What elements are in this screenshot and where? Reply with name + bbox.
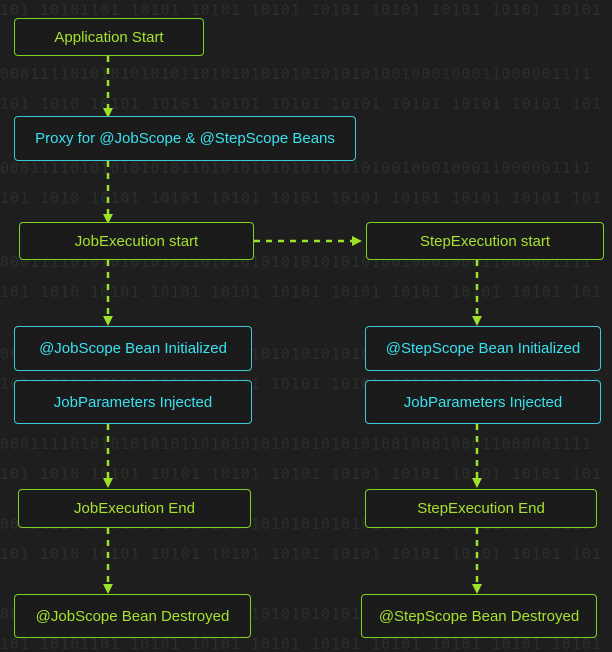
background-row: 101 1010 10101 10101 10101 10101 10101 1… xyxy=(0,466,602,482)
background-row: 101 1010 10101 10101 10101 10101 10101 1… xyxy=(0,284,602,300)
node-jobscope-bean-destroyed: @JobScope Bean Destroyed xyxy=(14,594,251,638)
background-row: 101 1010 10101 10101 10101 10101 10101 1… xyxy=(0,190,602,206)
background-row: 101 10101101 10101 10101 10101 10101 101… xyxy=(0,2,602,18)
background-row: 0001111010101010101101010101010101010100… xyxy=(0,436,592,452)
node-job-parameters-injected-right: JobParameters Injected xyxy=(365,380,601,424)
node-job-parameters-injected-left: JobParameters Injected xyxy=(14,380,252,424)
node-job-execution-start: JobExecution start xyxy=(19,222,254,260)
node-step-execution-end: StepExecution End xyxy=(365,489,597,528)
background-row: 101 1010 10101 10101 10101 10101 10101 1… xyxy=(0,546,602,562)
background-row: 101 10101101 10101 10101 10101 10101 101… xyxy=(0,636,602,652)
node-stepscope-bean-initialized: @StepScope Bean Initialized xyxy=(365,326,601,371)
node-proxy-beans: Proxy for @JobScope & @StepScope Beans xyxy=(14,116,356,161)
node-application-start: Application Start xyxy=(14,18,204,56)
node-stepscope-bean-destroyed: @StepScope Bean Destroyed xyxy=(361,594,597,638)
node-job-execution-end: JobExecution End xyxy=(18,489,251,528)
background-row: 101 1010 10101 10101 10101 10101 10101 1… xyxy=(0,96,602,112)
node-step-execution-start: StepExecution start xyxy=(366,222,604,260)
background-row: 0001111010101010101101010101010101010100… xyxy=(0,66,592,82)
background-row: 0001111010101010101101010101010101010100… xyxy=(0,160,592,176)
node-jobscope-bean-initialized: @JobScope Bean Initialized xyxy=(14,326,252,371)
